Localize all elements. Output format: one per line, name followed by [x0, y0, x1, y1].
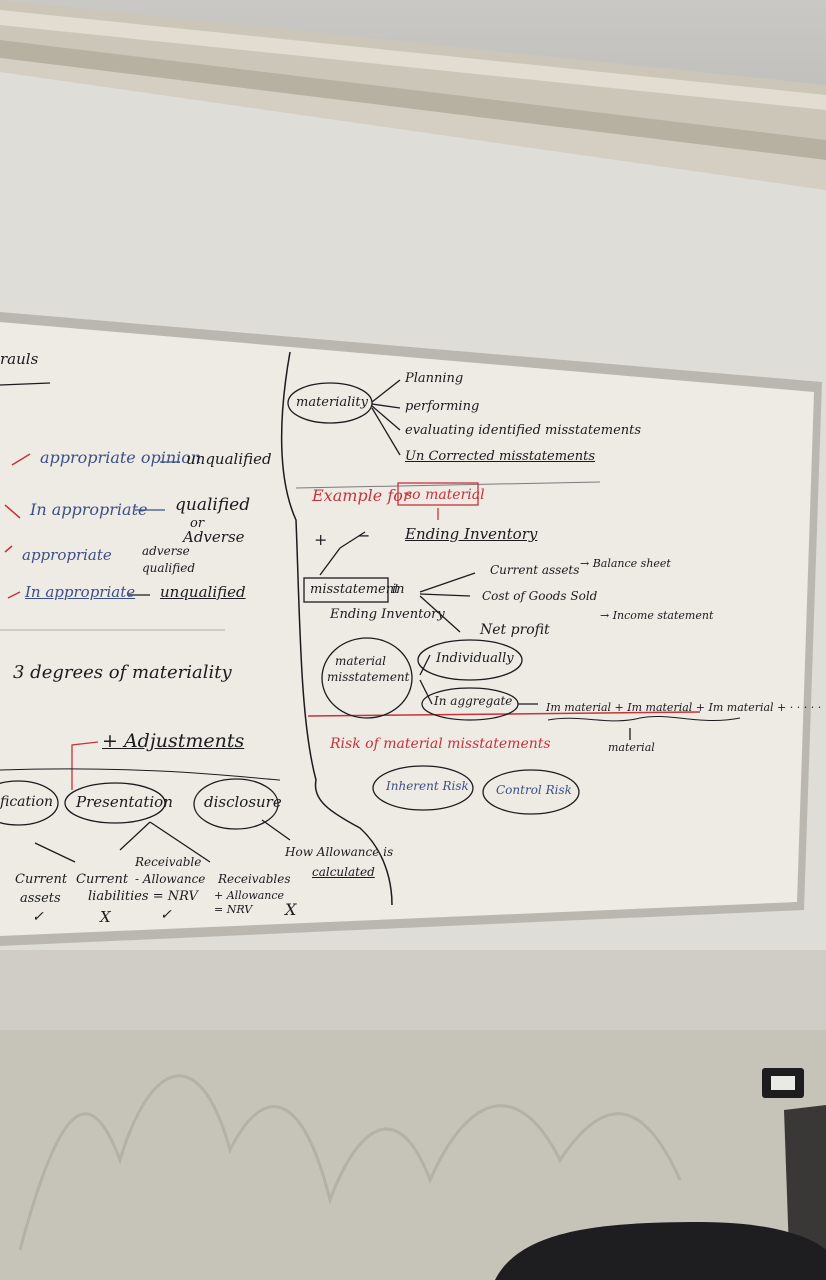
current-assets-top: Current: [15, 872, 68, 887]
immaterial-chain: Im material + Im material + Im material …: [546, 701, 822, 714]
net-profit-label: Net profit: [480, 622, 550, 638]
x-mark-1: X: [100, 908, 111, 926]
plus-allowance-text: + Allowance: [214, 889, 285, 902]
how-allowance-text: How Allowance is: [285, 845, 394, 859]
adjustments-heading: + Adjustments: [102, 730, 245, 752]
income-statement-label: → Income statement: [600, 609, 714, 622]
receivables-text: Receivables: [218, 872, 291, 886]
misstatement-node: misstatement: [310, 582, 400, 597]
inappropriate-label-2: In appropriate: [25, 583, 136, 601]
current-assets-label: Current assets: [490, 563, 580, 577]
in-label: in: [392, 582, 405, 597]
cogs-label: Cost of Goods Sold: [482, 589, 598, 603]
x-mark-2: X: [285, 900, 297, 919]
degrees-heading: 3 degrees of materiality: [13, 662, 232, 683]
inherent-risk-node: Inherent Risk: [386, 779, 469, 793]
control-risk-node: Control Risk: [496, 783, 572, 797]
adverse-label: Adverse: [183, 528, 245, 546]
minus-allowance-text: - Allowance: [135, 872, 206, 886]
presentation-node: Presentation: [76, 793, 173, 811]
unqualified-label-2: unqualified: [160, 583, 246, 601]
fragment-text: rauls: [0, 350, 39, 368]
check-mark-1: ✓: [32, 909, 44, 925]
adverse-small-label: adverse: [142, 544, 190, 558]
chair-back: [495, 1222, 826, 1280]
evaluating-label: evaluating identified misstatements: [405, 423, 642, 438]
in-aggregate-node: In aggregate: [434, 694, 513, 708]
qualified-small-label: qualified: [142, 561, 196, 575]
disclosure-node: disclosure: [204, 793, 282, 811]
performing-label: performing: [405, 399, 480, 414]
materiality-node: materiality: [296, 395, 369, 410]
appropriate-opinion-label: appropriate opinion: [40, 448, 202, 467]
material-node-bottom: misstatement: [327, 670, 410, 684]
appropriate-label-2: appropriate: [22, 546, 112, 564]
plus-sign: +: [314, 530, 328, 549]
material-result: material: [608, 741, 655, 754]
material-node-top: material: [335, 654, 387, 668]
current-assets-bottom: assets: [20, 891, 61, 906]
balance-sheet-label: → Balance sheet: [580, 557, 671, 570]
planning-label: Planning: [405, 371, 464, 386]
receivable-text: Receivable: [135, 855, 202, 869]
qualified-label: qualified: [175, 495, 251, 515]
eq-nrv-text: = NRV: [214, 903, 253, 916]
calculated-text: calculated: [312, 865, 375, 879]
ending-inventory-heading: Ending Inventory: [405, 525, 538, 543]
uncorrected-label: Un Corrected misstatements: [405, 449, 596, 464]
or-label: or: [190, 516, 205, 531]
check-mark-2: ✓: [160, 907, 172, 923]
ending-inventory-label: Ending Inventory: [330, 607, 445, 622]
minus-sign: −: [357, 526, 371, 545]
individually-node: Individually: [436, 651, 514, 666]
example-for-label: Example for: [312, 486, 411, 505]
current-liabilities-bottom: liabilities = NRV: [88, 889, 198, 904]
current-liabilities-top: Current: [76, 872, 129, 887]
unqualified-label-1: unqualified: [186, 450, 272, 468]
inappropriate-label-1: In appropriate: [30, 500, 148, 519]
so-material-label: so material: [405, 487, 485, 503]
risk-heading: Risk of material misstatements: [330, 736, 551, 752]
classification-node: fication: [0, 794, 54, 810]
